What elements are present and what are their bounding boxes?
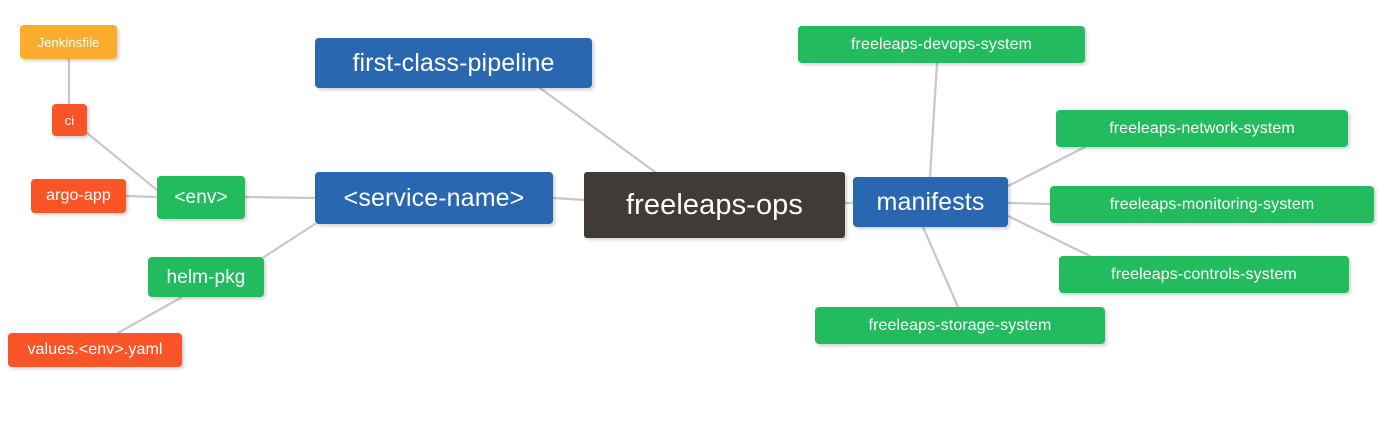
- node-label: values.<env>.yaml: [27, 341, 163, 358]
- node-label: manifests: [876, 187, 985, 216]
- node-label: helm-pkg: [166, 266, 246, 288]
- node-freeleaps-storage-system[interactable]: freeleaps-storage-system: [815, 307, 1105, 344]
- node-env[interactable]: <env>: [157, 176, 245, 219]
- edge-service_name-to-root: [551, 196, 586, 202]
- node-freeleaps-devops-system[interactable]: freeleaps-devops-system: [798, 26, 1085, 63]
- node-label: argo-app: [46, 187, 111, 204]
- node-label: freeleaps-network-system: [1109, 119, 1295, 137]
- edge-manifests-to-storage_system: [921, 225, 960, 309]
- node-service-name[interactable]: <service-name>: [315, 172, 553, 224]
- node-label: freeleaps-ops: [625, 188, 803, 221]
- edge-manifests-to-network_system: [1006, 145, 1087, 188]
- edge-service_name-to-helm_pkg: [262, 222, 317, 259]
- node-first-class-pipeline[interactable]: first-class-pipeline: [315, 38, 592, 88]
- node-label: <service-name>: [343, 183, 525, 212]
- edge-argo_app-to-env: [124, 194, 159, 199]
- node-label: ci: [64, 112, 75, 128]
- node-label: Jenkinsfile: [37, 34, 100, 50]
- edge-first_class_pipeline-to-root: [538, 86, 657, 174]
- node-label: freeleaps-devops-system: [850, 35, 1033, 53]
- node-ci[interactable]: ci: [52, 104, 87, 136]
- node-manifests[interactable]: manifests: [853, 177, 1008, 227]
- edge-helm_pkg-to-values_yaml: [116, 295, 184, 335]
- node-values-yaml[interactable]: values.<env>.yaml: [8, 333, 182, 367]
- node-label: <env>: [174, 187, 228, 208]
- node-freeleaps-controls-system[interactable]: freeleaps-controls-system: [1059, 256, 1349, 293]
- edge-manifests-to-devops_system: [928, 61, 939, 179]
- node-jenkinsfile[interactable]: Jenkinsfile: [20, 25, 117, 59]
- node-helm-pkg[interactable]: helm-pkg: [148, 257, 264, 297]
- node-freeleaps-network-system[interactable]: freeleaps-network-system: [1056, 110, 1348, 147]
- node-freeleaps-ops-root[interactable]: freeleaps-ops: [584, 172, 845, 238]
- edge-env-to-service_name: [243, 195, 317, 200]
- node-freeleaps-monitoring-system[interactable]: freeleaps-monitoring-system: [1050, 186, 1374, 223]
- node-label: freeleaps-controls-system: [1111, 265, 1297, 283]
- node-label: freeleaps-storage-system: [868, 316, 1052, 334]
- node-label: freeleaps-monitoring-system: [1109, 195, 1315, 213]
- node-argo-app[interactable]: argo-app: [31, 179, 126, 213]
- edge-manifests-to-monitoring_system: [1006, 201, 1052, 206]
- node-label: first-class-pipeline: [352, 48, 555, 77]
